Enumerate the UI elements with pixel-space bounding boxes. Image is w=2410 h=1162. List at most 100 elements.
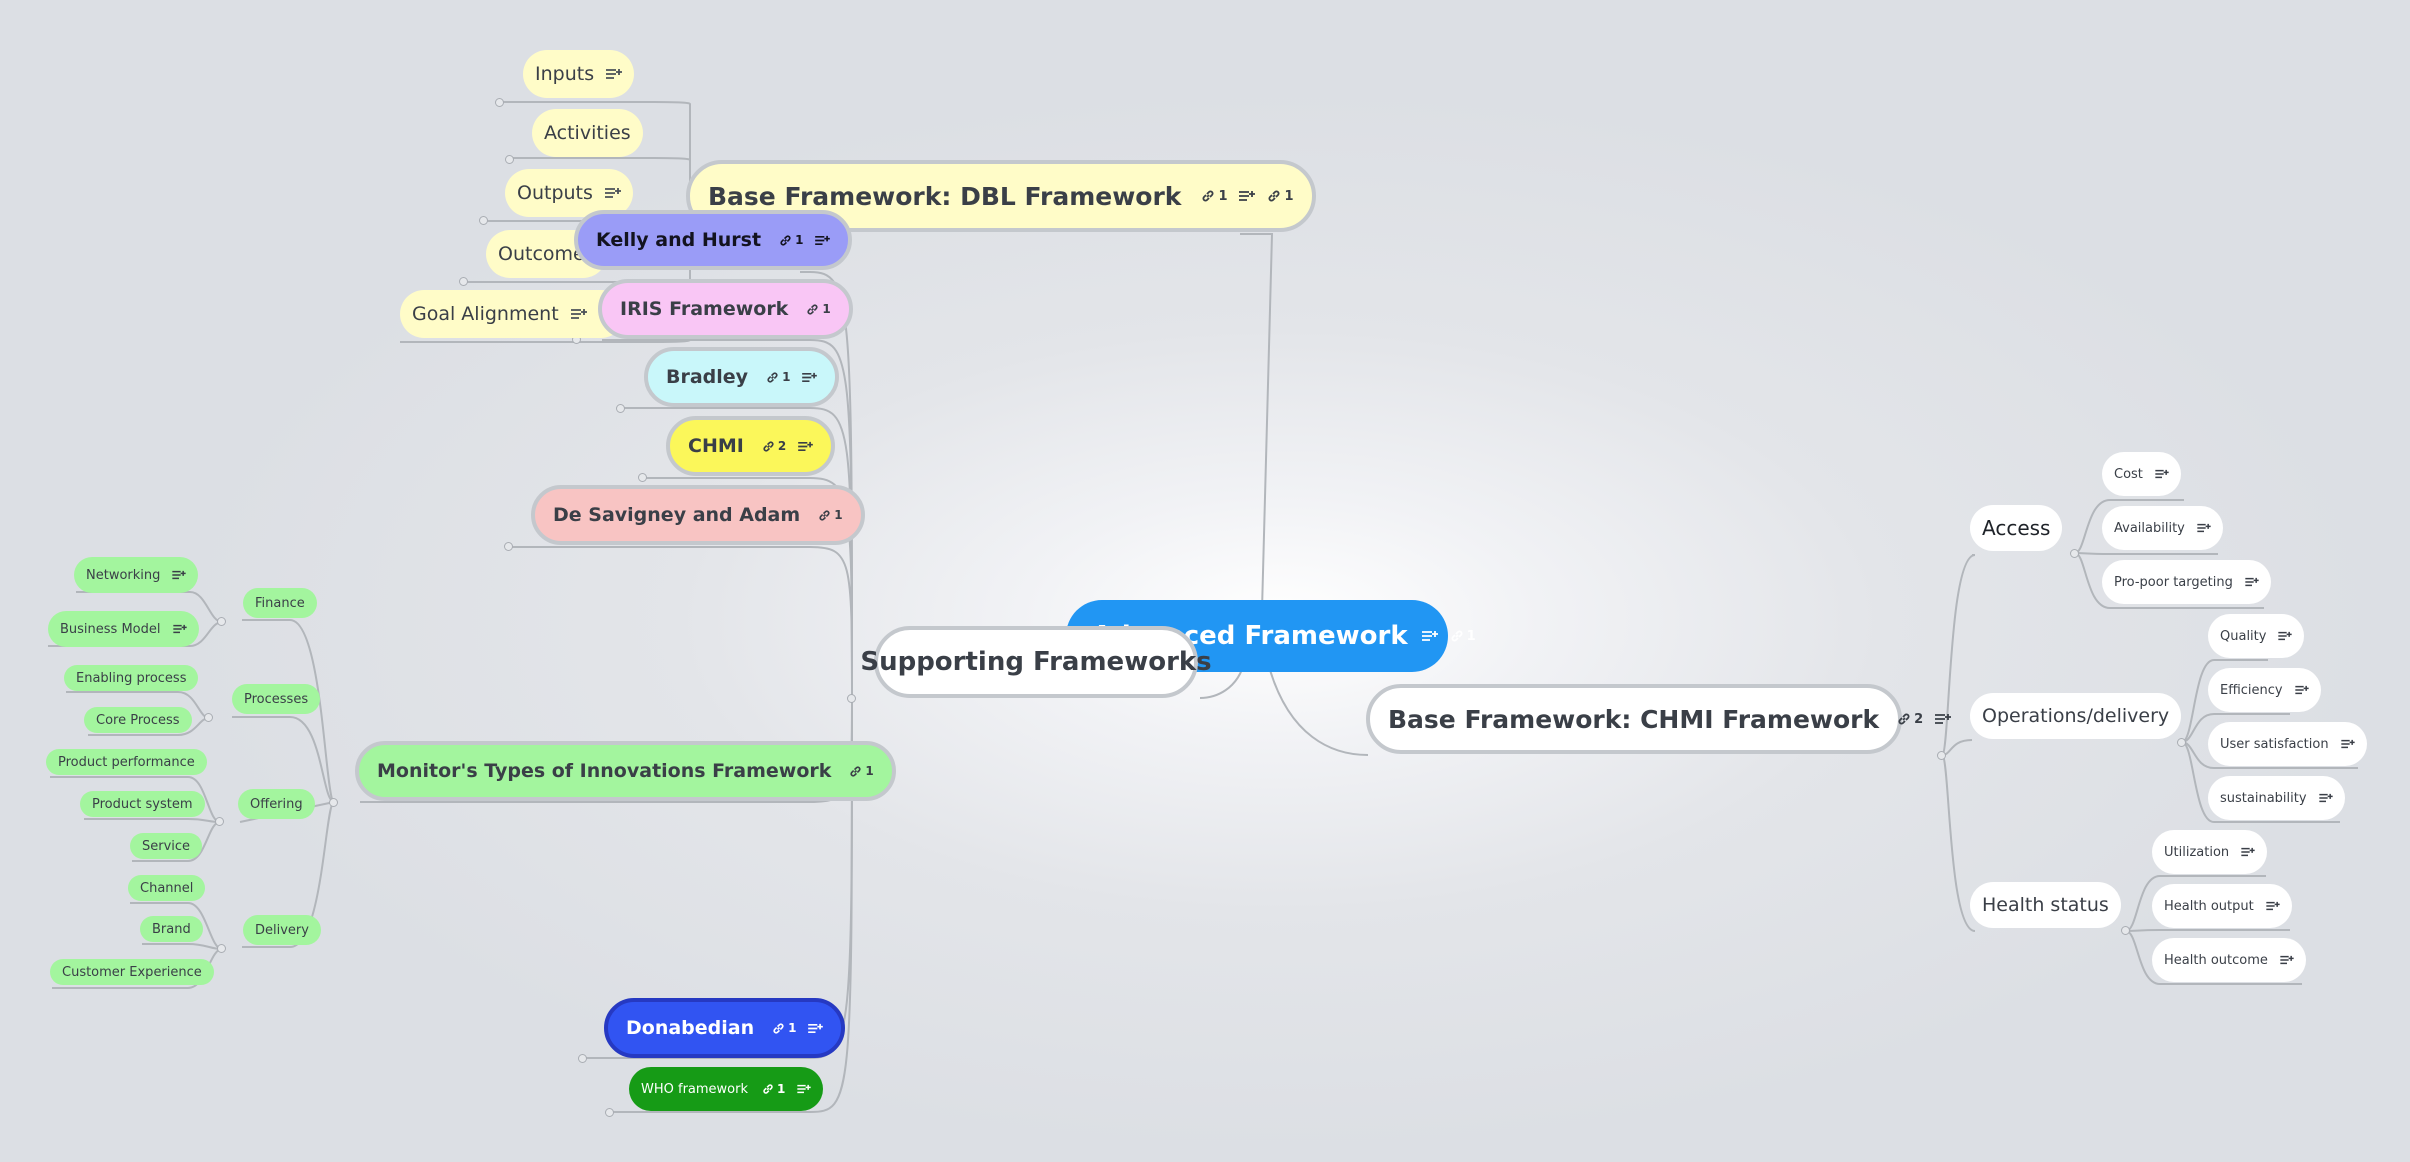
node-label: Operations/delivery — [1982, 705, 2170, 727]
monitor-leaf-enabling-process[interactable]: Enabling process — [64, 665, 199, 691]
dbl-child-activities[interactable]: Activities — [532, 109, 643, 157]
access-availability[interactable]: Availability — [2102, 506, 2223, 550]
link-badge[interactable]: 1 — [818, 508, 843, 522]
chmi-group-operations-delivery[interactable]: Operations/delivery — [1970, 693, 2182, 739]
link-count: 1 — [788, 1021, 797, 1035]
collapse-toggle[interactable] — [616, 404, 625, 413]
collapse-toggle[interactable] — [217, 944, 226, 953]
health-outcome[interactable]: Health outcome — [2152, 938, 2306, 982]
link-badge[interactable]: 1 — [806, 302, 831, 316]
collapse-toggle[interactable] — [578, 1054, 587, 1063]
notes-icon — [2340, 739, 2355, 749]
monitor-leaf-brand[interactable]: Brand — [140, 916, 203, 942]
collapse-toggle[interactable] — [638, 473, 647, 482]
operations-sustainability[interactable]: sustainability — [2208, 776, 2345, 820]
link-badge[interactable]: 1 — [762, 1082, 785, 1096]
collapse-toggle[interactable] — [2070, 549, 2079, 558]
chmi-group-health-status[interactable]: Health status — [1970, 882, 2121, 928]
dbl-child-goal-alignment[interactable]: Goal Alignment — [400, 290, 625, 338]
framework-de-savigney-and-adam[interactable]: De Savigney and Adam 1 — [531, 485, 865, 545]
chmi-base-framework-node[interactable]: Base Framework: CHMI Framework 2 — [1366, 684, 1952, 754]
link-badge[interactable]: 1 — [766, 370, 790, 384]
link-count: 1 — [782, 370, 791, 384]
node-label: Processes — [244, 691, 309, 707]
framework-who[interactable]: WHO framework 1 — [629, 1067, 824, 1111]
framework-chmi[interactable]: CHMI 2 — [666, 416, 836, 476]
chmi-group-access[interactable]: Access — [1970, 505, 2063, 551]
node-label: Delivery — [255, 922, 309, 938]
notes-icon — [172, 570, 187, 580]
link-count: 1 — [1466, 628, 1476, 644]
collapse-toggle[interactable] — [504, 542, 513, 551]
node-label: Quality — [2220, 628, 2267, 644]
monitor-category-delivery[interactable]: Delivery — [243, 915, 321, 945]
access-pro-poor-targeting[interactable]: Pro-poor targeting — [2102, 560, 2271, 604]
monitor-leaf-service[interactable]: Service — [130, 833, 203, 859]
operations-user-satisfaction[interactable]: User satisfaction — [2208, 722, 2367, 766]
collapse-toggle[interactable] — [479, 216, 488, 225]
link-badge[interactable]: 1 — [779, 233, 803, 247]
notes-icon — [2278, 631, 2293, 641]
dbl-child-inputs[interactable]: Inputs — [523, 50, 635, 98]
monitor-leaf-product-performance[interactable]: Product performance — [46, 749, 207, 775]
notes-icon — [1239, 190, 1256, 202]
notes-icon — [570, 308, 587, 320]
framework-iris[interactable]: IRIS Framework 1 — [598, 279, 853, 339]
collapse-toggle[interactable] — [2121, 926, 2130, 935]
collapse-toggle[interactable] — [847, 694, 856, 703]
monitor-category-processes[interactable]: Processes — [232, 684, 321, 714]
framework-kelly-and-hurst[interactable]: Kelly and Hurst 1 — [574, 210, 853, 270]
link-badge[interactable]: 2 — [762, 439, 786, 453]
monitor-leaf-business-model[interactable]: Business Model — [48, 611, 199, 647]
link-badge[interactable]: 1 — [1201, 189, 1227, 204]
health-utilization[interactable]: Utilization — [2152, 830, 2268, 874]
node-label: Service — [142, 838, 191, 854]
node-label: sustainability — [2220, 790, 2307, 806]
supporting-frameworks-node[interactable]: Supporting Frameworks — [860, 626, 1212, 698]
notes-icon — [815, 235, 831, 246]
link-icon — [767, 371, 778, 383]
node-label: Supporting Frameworks — [860, 647, 1212, 677]
collapse-toggle[interactable] — [1937, 751, 1946, 760]
collapse-toggle[interactable] — [605, 1108, 614, 1117]
collapse-toggle[interactable] — [459, 277, 468, 286]
monitor-category-finance[interactable]: Finance — [243, 588, 317, 618]
framework-monitor-types-of-innovations[interactable]: Monitor's Types of Innovations Framework… — [355, 741, 896, 801]
notes-icon — [1421, 630, 1438, 642]
collapse-toggle[interactable] — [217, 617, 226, 626]
node-label: Core Process — [96, 712, 180, 728]
framework-donabedian[interactable]: Donabedian 1 — [604, 998, 846, 1058]
monitor-leaf-channel[interactable]: Channel — [128, 875, 206, 901]
access-cost[interactable]: Cost — [2102, 452, 2181, 496]
link-badge[interactable]: 2 — [1897, 712, 1923, 727]
link-icon — [763, 440, 774, 452]
collapse-toggle[interactable] — [204, 713, 213, 722]
collapse-toggle[interactable] — [505, 155, 514, 164]
operations-quality[interactable]: Quality — [2208, 614, 2305, 658]
monitor-leaf-core-process[interactable]: Core Process — [84, 707, 192, 733]
operations-efficiency[interactable]: Efficiency — [2208, 668, 2321, 712]
link-icon — [807, 303, 818, 315]
node-label: Finance — [255, 595, 305, 611]
monitor-leaf-networking[interactable]: Networking — [74, 557, 199, 593]
notes-icon — [2318, 793, 2333, 803]
collapse-toggle[interactable] — [2177, 738, 2186, 747]
link-badge[interactable]: 1 — [772, 1021, 796, 1035]
link-badge[interactable]: 1 — [1267, 189, 1294, 204]
node-label: Pro-poor targeting — [2114, 574, 2233, 590]
notes-icon — [604, 187, 621, 199]
health-output[interactable]: Health output — [2152, 884, 2292, 928]
collapse-toggle[interactable] — [495, 98, 504, 107]
collapse-toggle[interactable] — [329, 798, 338, 807]
collapse-toggle[interactable] — [215, 817, 224, 826]
monitor-leaf-customer-experience[interactable]: Customer Experience — [50, 959, 214, 985]
framework-bradley[interactable]: Bradley 1 — [644, 347, 840, 407]
monitor-category-offering[interactable]: Offering — [238, 789, 315, 819]
link-badge[interactable]: 1 — [849, 764, 874, 778]
node-label: Outcomes — [498, 243, 595, 265]
link-badge[interactable]: 1 — [1450, 629, 1476, 644]
monitor-leaf-product-system[interactable]: Product system — [80, 791, 205, 817]
notes-icon — [797, 1084, 812, 1094]
node-label: Business Model — [60, 621, 161, 637]
dbl-child-outputs[interactable]: Outputs — [505, 169, 633, 217]
